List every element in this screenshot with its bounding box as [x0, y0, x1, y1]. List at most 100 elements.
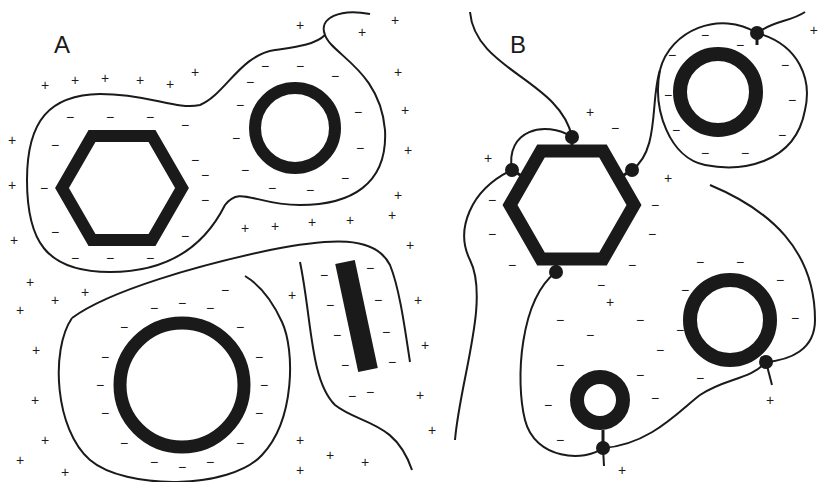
- charge-sign: +: [766, 393, 774, 407]
- charge-sign: −: [206, 455, 214, 469]
- charge-sign: −: [597, 278, 605, 292]
- charge-sign: −: [508, 258, 516, 272]
- charge-sign: −: [778, 128, 786, 142]
- charge-sign: −: [236, 436, 244, 450]
- anchor-dot: [505, 163, 519, 177]
- anchor-dot: [759, 355, 773, 369]
- charge-sign: −: [178, 296, 186, 310]
- charge-sign: −: [366, 385, 374, 399]
- charge-sign: +: [61, 465, 69, 479]
- chain-line: [27, 12, 385, 272]
- charge-sign: −: [788, 93, 796, 107]
- charge-sign: −: [201, 168, 209, 182]
- charge-sign: +: [41, 78, 49, 92]
- charge-sign: −: [261, 59, 269, 73]
- charge-sign: +: [618, 463, 626, 477]
- chain-line: [658, 33, 807, 167]
- charge-sign: −: [366, 261, 374, 275]
- charge-sign: +: [31, 393, 39, 407]
- chain-line: [59, 276, 290, 482]
- anchor-dot: [549, 265, 563, 279]
- charge-sign: +: [308, 215, 316, 229]
- charge-sign: +: [346, 213, 354, 227]
- charge-sign: −: [241, 163, 249, 177]
- charge-sign: −: [556, 433, 564, 447]
- charge-sign: −: [101, 350, 109, 364]
- anchor-dots: [505, 26, 773, 455]
- charge-sign: −: [556, 313, 564, 327]
- chain-line: [757, 12, 805, 33]
- charge-sign: −: [556, 358, 564, 372]
- charge-sign: −: [326, 298, 334, 312]
- charge-sign: −: [71, 251, 79, 265]
- charge-sign: +: [71, 73, 79, 87]
- chain-line: [300, 262, 412, 470]
- charge-sign: −: [736, 255, 744, 269]
- charge-sign: +: [288, 288, 296, 302]
- charge-sign: −: [181, 229, 189, 243]
- charge-sign: +: [166, 77, 174, 91]
- charge-sign: −: [791, 311, 799, 325]
- charge-sign: +: [81, 285, 89, 299]
- charge-sign: −: [106, 251, 114, 265]
- charge-sign: −: [306, 183, 314, 197]
- charge-sign: +: [191, 65, 199, 79]
- charge-sign: −: [388, 355, 396, 369]
- charge-sign: −: [255, 406, 263, 420]
- charge-sign: −: [382, 325, 390, 339]
- charge-sign: +: [394, 65, 402, 79]
- charge-sign: −: [676, 323, 684, 337]
- charge-sign: −: [776, 273, 784, 287]
- charge-sign: −: [648, 227, 656, 241]
- charge-sign: −: [146, 110, 154, 124]
- charge-sign: +: [664, 171, 672, 185]
- ring-particle: [255, 88, 335, 168]
- charge-sign: −: [651, 391, 659, 405]
- charge-sign: −: [191, 153, 199, 167]
- charge-sign: +: [16, 303, 24, 317]
- charge-sign: −: [150, 455, 158, 469]
- charge-sign: −: [544, 398, 552, 412]
- charge-sign: −: [40, 181, 48, 195]
- charge-sign: −: [636, 368, 644, 382]
- chain-lines: [27, 12, 815, 482]
- charge-sign: +: [484, 151, 492, 165]
- charge-sign: −: [651, 198, 659, 212]
- charge-sign: +: [401, 103, 409, 117]
- charge-sign: +: [26, 275, 34, 289]
- charge-sign: +: [101, 71, 109, 85]
- charge-sign: +: [296, 18, 304, 32]
- charge-sign: +: [41, 433, 49, 447]
- particles: [62, 54, 770, 447]
- anchor-dot: [596, 441, 610, 455]
- charge-sign: −: [101, 406, 109, 420]
- charge-sign: −: [672, 123, 680, 137]
- rod-particle: [345, 262, 368, 370]
- panel-letter: B: [510, 33, 526, 57]
- charge-sign: −: [488, 193, 496, 207]
- charge-sign: +: [358, 25, 366, 39]
- charge-sign: +: [326, 448, 334, 462]
- charge-sign: +: [416, 388, 424, 402]
- charge-sign: −: [268, 181, 276, 195]
- charge-sign: −: [348, 389, 356, 403]
- chain-line: [632, 23, 757, 170]
- charge-sign: −: [668, 48, 676, 62]
- ring-particle: [120, 323, 244, 447]
- charge-sign: −: [236, 320, 244, 334]
- charge-sign: −: [51, 138, 59, 152]
- charge-sign: −: [356, 141, 364, 155]
- anchor-dot: [750, 26, 764, 40]
- charge-sign: −: [696, 371, 704, 385]
- charge-sign: −: [120, 320, 128, 334]
- charge-sign: −: [701, 28, 709, 42]
- charge-sign: +: [271, 219, 279, 233]
- chain-line: [470, 12, 572, 137]
- charge-sign: −: [656, 343, 664, 357]
- charge-sign: +: [404, 143, 412, 157]
- charge-sign: −: [341, 358, 349, 372]
- charge-sign: −: [781, 58, 789, 72]
- charge-sign: +: [32, 343, 40, 357]
- charge-sign: −: [488, 227, 496, 241]
